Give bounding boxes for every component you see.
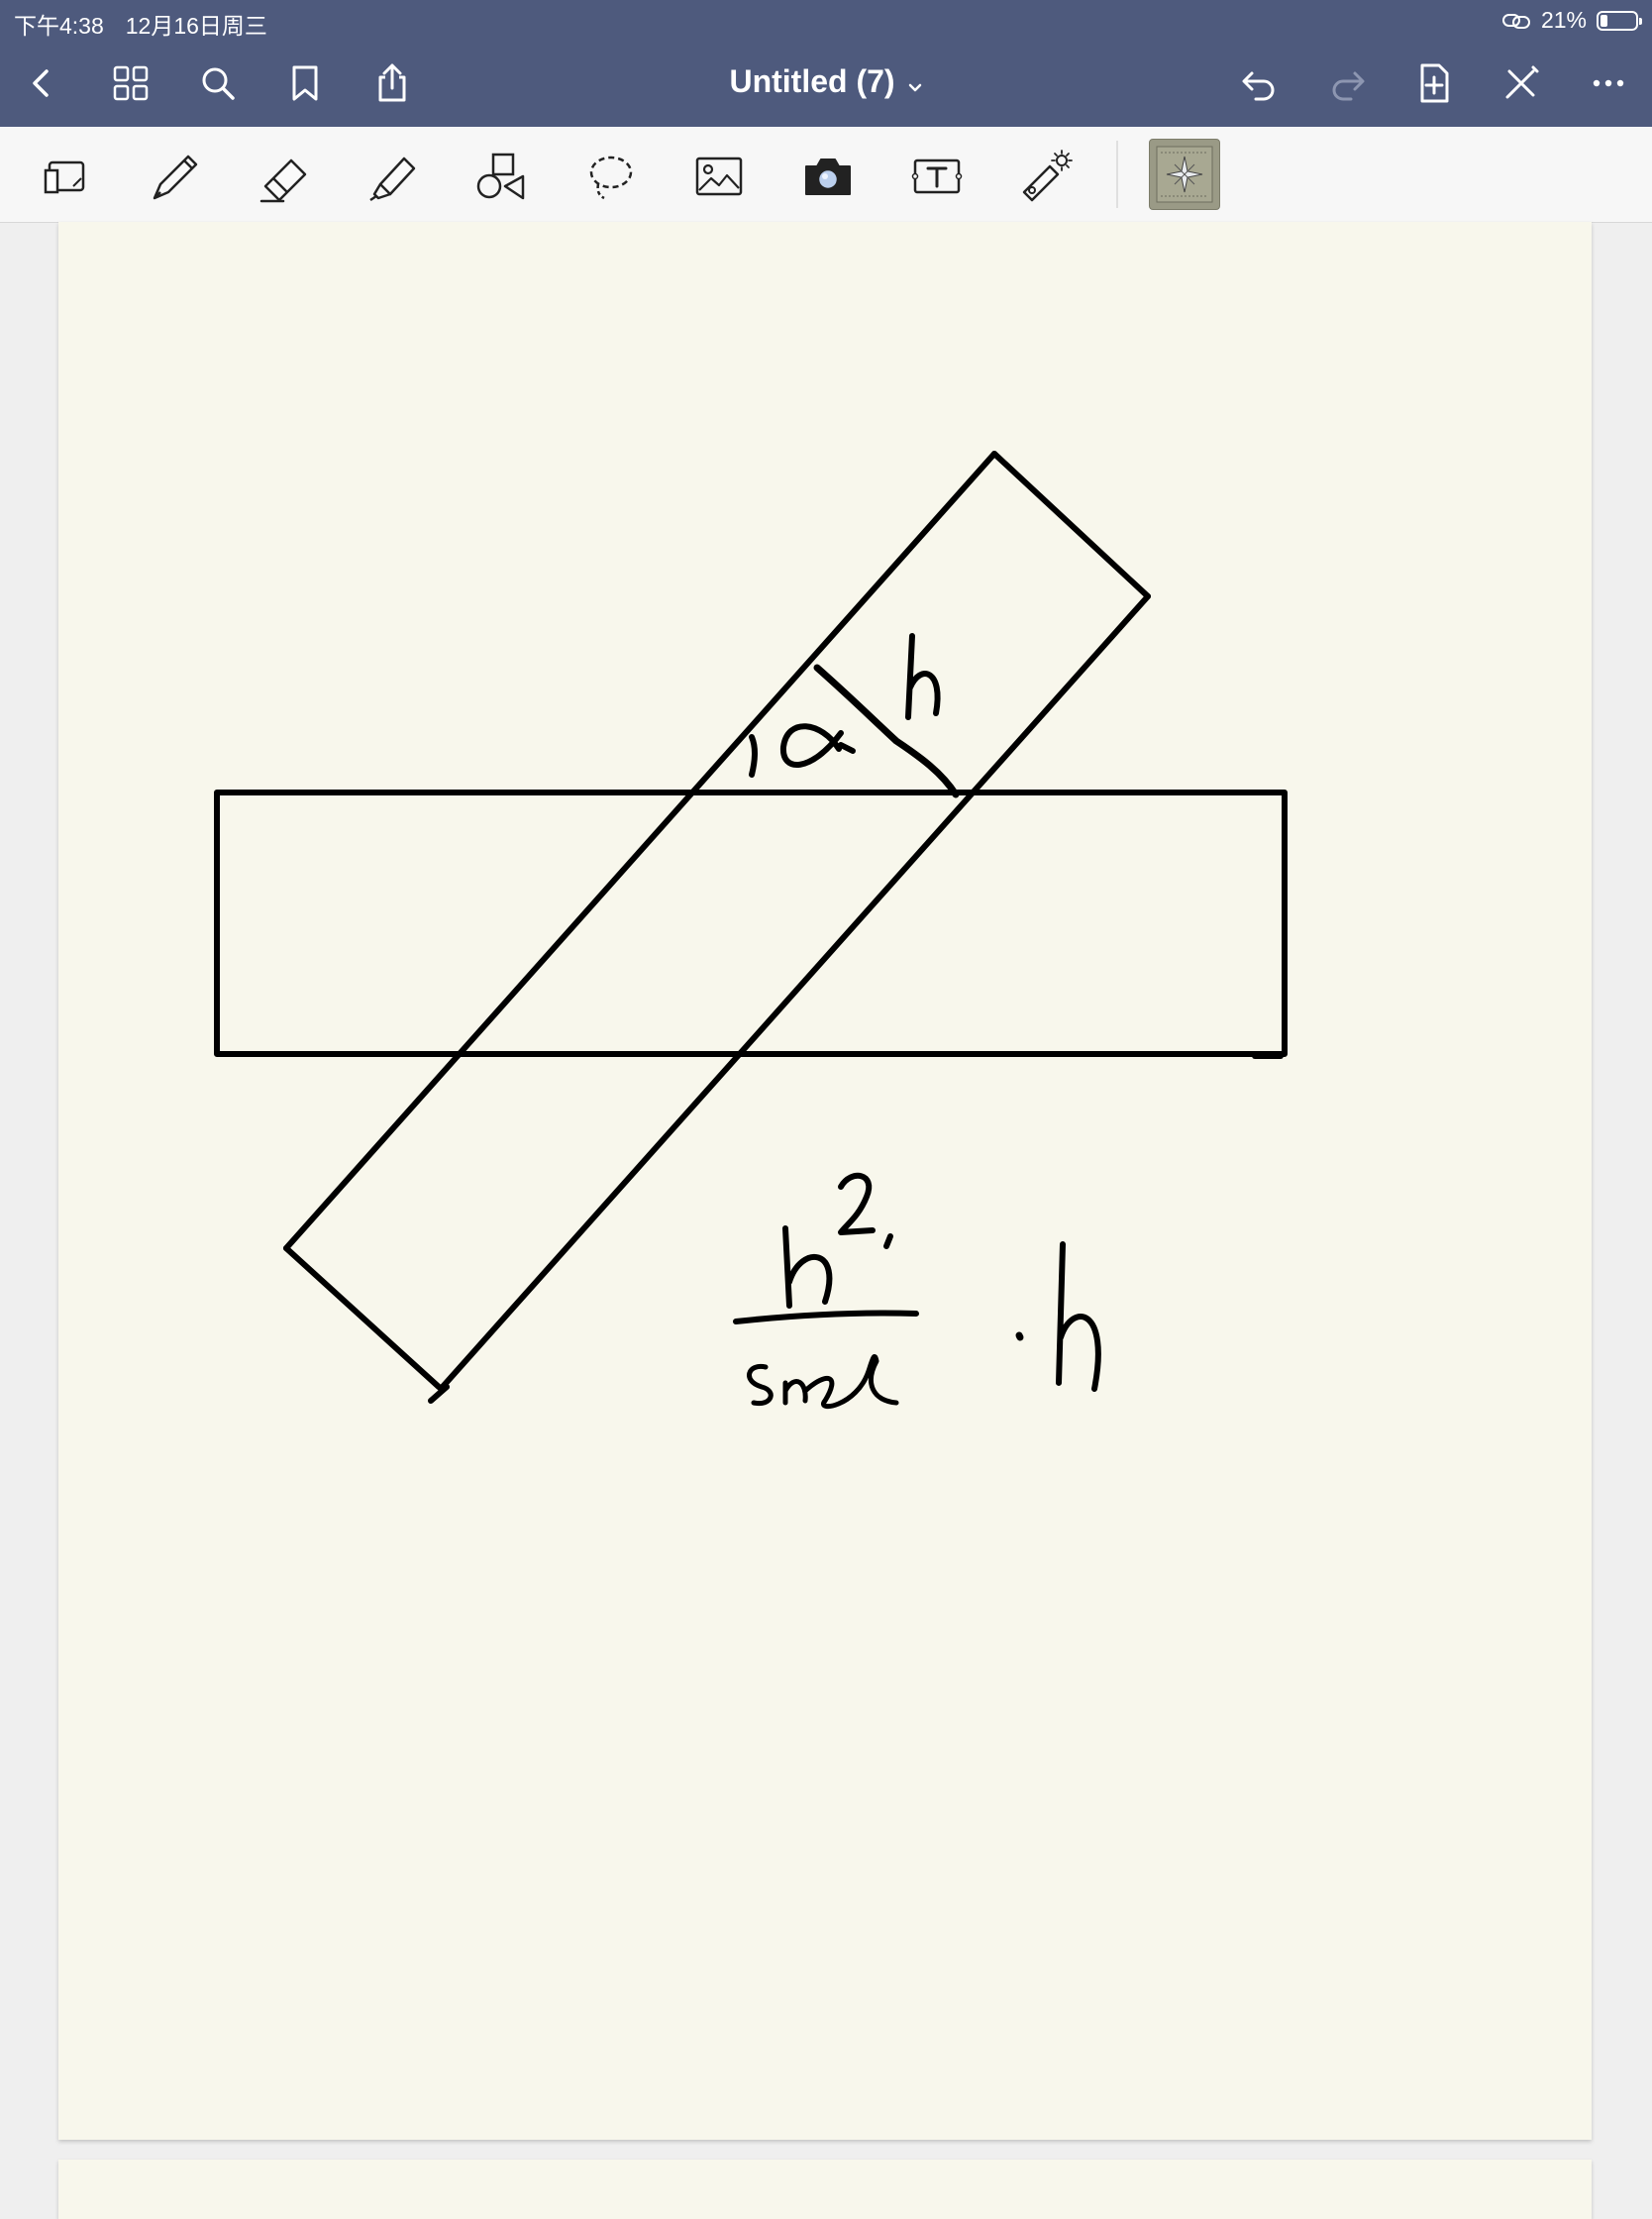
read-mode-tool[interactable] [36, 149, 95, 204]
battery-fill [1600, 14, 1607, 27]
share-button[interactable] [368, 59, 416, 107]
note-page[interactable] [58, 222, 1592, 2140]
document-title: Untitled (7) [729, 63, 895, 99]
angle-alpha-tail [838, 742, 856, 754]
grid-icon [113, 65, 149, 101]
height-line [813, 664, 960, 798]
text-tool[interactable] [907, 149, 967, 204]
battery-tip [1639, 17, 1642, 25]
sticker-thumbnail[interactable] [1149, 139, 1220, 210]
battery-percent: 21% [1540, 7, 1587, 33]
undo-button[interactable] [1236, 59, 1284, 107]
exponent-2 [838, 1172, 876, 1235]
exponent-comma [883, 1233, 893, 1249]
angle-alpha [779, 723, 844, 769]
search-icon [202, 67, 235, 100]
add-page-icon [1420, 63, 1449, 103]
camera-icon [805, 158, 851, 195]
bookmark-button[interactable] [281, 59, 329, 107]
pen-icon [153, 155, 198, 200]
status-left: 下午4:38 12月16日周三 [14, 7, 267, 41]
handwriting-canvas[interactable] [58, 222, 1592, 2140]
shapes-tool[interactable] [471, 149, 531, 204]
bookmark-icon [292, 65, 318, 101]
more-icon [1593, 79, 1624, 87]
multiplication-dot [1015, 1331, 1024, 1341]
image-tool[interactable] [689, 149, 749, 204]
read-mode-icon [44, 160, 85, 194]
shapes-icon [476, 153, 525, 200]
status-right: 21% [1501, 7, 1642, 34]
label-h-top [905, 633, 941, 720]
fraction-bar [733, 1310, 919, 1324]
link-icon [1501, 13, 1530, 29]
tool-bar [0, 127, 1652, 223]
slanted-strip-bottom-end [283, 1245, 442, 1390]
battery-icon [1597, 10, 1642, 31]
status-time: 下午4:38 [14, 13, 104, 39]
text-icon [911, 158, 963, 194]
strip-end-tick [428, 1384, 450, 1404]
chevron-left-icon [33, 69, 49, 97]
back-button[interactable] [18, 59, 65, 107]
next-page-preview[interactable] [58, 2160, 1592, 2219]
eraser-icon [259, 158, 307, 203]
add-page-button[interactable] [1410, 59, 1458, 107]
laser-pointer-icon [1022, 150, 1073, 202]
chevron-down-icon [907, 65, 923, 102]
angle-mark-1 [749, 734, 758, 778]
more-button[interactable] [1585, 59, 1632, 107]
slanted-strip-left-edge [283, 451, 997, 1251]
grid-button[interactable] [107, 59, 155, 107]
close-pen-button[interactable] [1497, 59, 1545, 107]
lasso-tool[interactable] [580, 149, 640, 204]
redo-icon [1332, 71, 1365, 101]
highlighter-tool[interactable] [362, 149, 422, 204]
camera-tool[interactable] [798, 149, 858, 204]
label-h-right [1056, 1241, 1101, 1392]
compass-star-icon [1156, 146, 1213, 203]
image-icon [695, 157, 743, 196]
highlighter-icon [369, 157, 416, 202]
status-bar: 下午4:38 12月16日周三 21% [0, 0, 1652, 40]
pen-tool[interactable] [145, 149, 204, 204]
nav-bar: Untitled (7) [0, 40, 1652, 127]
status-date: 12月16日周三 [125, 13, 267, 39]
redo-button[interactable] [1323, 59, 1371, 107]
laser-pointer-tool[interactable] [1016, 149, 1076, 204]
eraser-tool[interactable] [254, 149, 313, 204]
slanted-strip-right-edge [438, 593, 1151, 1392]
share-icon [378, 63, 406, 102]
close-pen-icon [1505, 65, 1539, 99]
search-button[interactable] [194, 59, 242, 107]
document-title-button[interactable]: Untitled (7) [0, 63, 1652, 102]
horizontal-rectangle [214, 790, 1288, 1057]
undo-icon [1242, 71, 1275, 101]
lasso-icon [589, 156, 633, 200]
slanted-strip-top-end [991, 451, 1151, 599]
denominator-sin-alpha [747, 1354, 899, 1410]
numerator-h [782, 1225, 833, 1309]
toolbar-divider [1116, 141, 1118, 208]
